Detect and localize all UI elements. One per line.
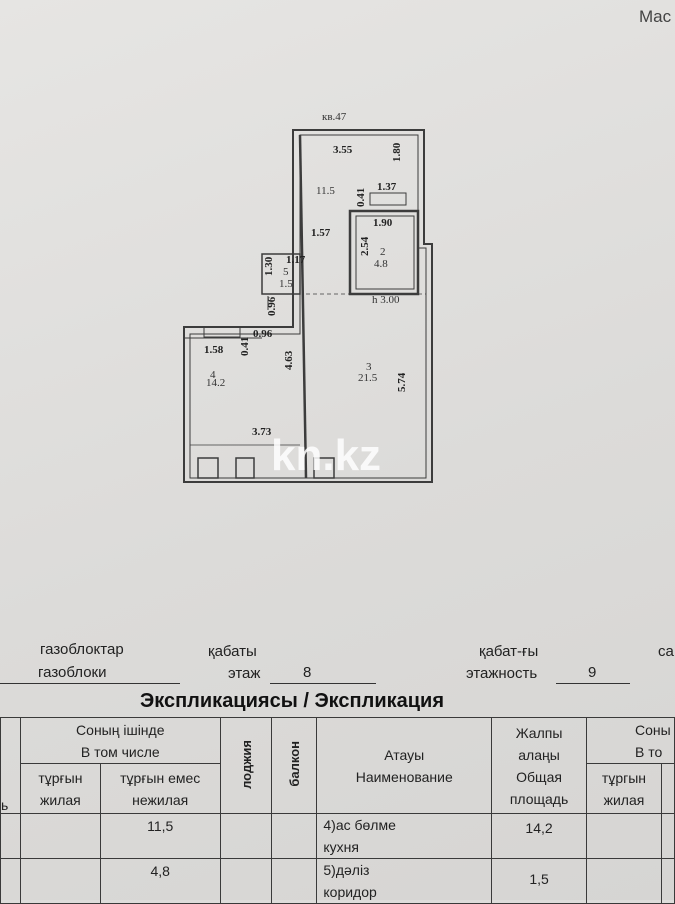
explication-title: Экспликациясы / Экспликация <box>140 690 445 712</box>
room-5-number: 5 <box>283 266 289 278</box>
material-underline <box>0 683 180 684</box>
area-1-5: 1.5 <box>279 278 293 290</box>
dim-1-58: 1.58 <box>204 344 224 356</box>
row2-name-kz: 5)дәліз <box>323 862 370 878</box>
dim-4-63: 4.63 <box>283 350 295 370</box>
row2-extra <box>660 858 675 904</box>
floors-label-kz: қабат-ғы <box>479 643 539 660</box>
row1-cut-cell <box>0 813 21 859</box>
dim-1-57: 1.57 <box>311 227 331 239</box>
row2-nonliving: 4,8 <box>99 858 221 904</box>
floor-label-kz: қабаты <box>208 643 257 660</box>
nonliving-header-kz: тұрғын емес <box>120 769 201 786</box>
row2-name: 5)дәліз коридор <box>316 858 493 904</box>
incl2-header-kz: Соны <box>634 721 671 738</box>
row2-cut-cell <box>0 858 21 904</box>
row1-nonliving: 11,5 <box>99 813 221 859</box>
floors-label-ru: этажность <box>466 665 538 682</box>
name-header-ru: Наименование <box>355 768 453 785</box>
nonliving-header-ru: нежилая <box>132 791 189 808</box>
loggia-header-text: лоджия <box>238 739 254 789</box>
floor-value: 8 <box>303 664 312 681</box>
area-14-2: 14.2 <box>206 377 225 389</box>
floors-value: 9 <box>588 664 597 681</box>
row1-name: 4)ас бөлме кухня <box>316 813 493 859</box>
incl-header: Соның ішінде В том числе <box>19 717 221 764</box>
total-header: Жалпы алаңы Общая площадь <box>491 717 587 814</box>
row1-loggia <box>219 813 273 859</box>
row1-name-ru: кухня <box>323 839 359 855</box>
incl-header-ru: В том числе <box>80 743 160 760</box>
dim-1-37: 1.37 <box>377 181 397 193</box>
total-header-kz1: Жалпы <box>515 724 563 741</box>
dim-2-54: 2.54 <box>359 236 371 256</box>
loggia-header: лоджия <box>219 717 273 814</box>
area-21-5: 21.5 <box>358 372 378 384</box>
material-label-ru: газоблоки <box>38 664 107 681</box>
table-row: 11,5 4)ас бөлме кухня 14,2 <box>0 813 675 859</box>
corner-label: Mac <box>639 7 672 26</box>
balcony-header-text: балкон <box>286 741 302 787</box>
plan-header-label: кв.47 <box>322 111 347 123</box>
row2-total: 1,5 <box>491 858 587 904</box>
height-3-00: h 3.00 <box>372 294 400 306</box>
floor-plan: кв.47 3.55 1.80 11.5 0.41 1.37 1.57 1.90… <box>183 111 433 483</box>
explication-table: ь Соның ішінде В том числе лоджия балкон… <box>0 717 675 904</box>
row2-loggia <box>219 858 273 904</box>
dim-0-41-left: 0.41 <box>239 337 251 356</box>
row1-total: 14,2 <box>491 813 587 859</box>
living2-header: тұргын жилая <box>585 763 662 814</box>
watermark: kn.kz <box>271 431 381 480</box>
row1-living2 <box>585 813 662 859</box>
floor-label-ru: этаж <box>228 665 261 682</box>
total-header-kz2: алаңы <box>518 746 560 763</box>
living2-header-ru: жилая <box>603 791 645 808</box>
table-row: 4,8 5)дәліз коридор 1,5 <box>0 858 675 904</box>
dim-1-30: 1.30 <box>263 256 275 276</box>
living2-header-kz: тұргын <box>601 769 647 786</box>
row1-name-kz: 4)ас бөлме <box>323 817 396 833</box>
total-header-ru2: площадь <box>509 790 569 807</box>
dim-1-80: 1.80 <box>391 142 403 162</box>
living-header-kz: тұрғын <box>38 769 83 786</box>
dim-3-73: 3.73 <box>252 426 272 438</box>
room-2-number: 2 <box>380 246 386 258</box>
floor-underline <box>270 683 376 684</box>
balcony-header: балкон <box>271 717 318 814</box>
area-11-5: 11.5 <box>316 185 335 197</box>
header-row-1: ь Соның ішінде В том числе лоджия балкон… <box>0 717 675 814</box>
dim-5-74: 5.74 <box>396 372 408 392</box>
name-header-kz: Атауы <box>384 746 425 763</box>
dim-3-55: 3.55 <box>333 144 353 156</box>
dim-0-96-vertical: 0.96 <box>266 296 278 316</box>
left-cut-cell: ь <box>0 717 21 814</box>
row1-living <box>19 813 101 859</box>
dim-0-41-top: 0.41 <box>355 188 367 207</box>
floors-underline <box>556 683 630 684</box>
dim-0-96-horizontal: 0.96 <box>253 328 273 340</box>
row2-living <box>19 858 101 904</box>
left-cut-text: ь <box>1 797 9 813</box>
row2-living2 <box>585 858 662 904</box>
cut-header-cell <box>660 763 675 814</box>
nonliving-header: тұрғын емес нежилая <box>99 763 221 814</box>
name-header: Атауы Наименование <box>316 717 493 814</box>
row1-extra <box>660 813 675 859</box>
cut-label-right: са <box>658 643 674 660</box>
living-header-ru: жилая <box>40 791 81 808</box>
row1-balcony <box>271 813 318 859</box>
incl-header-kz: Соның ішінде <box>76 721 165 738</box>
row2-balcony <box>271 858 318 904</box>
incl2-header: Соны В то <box>585 717 675 764</box>
room-4-number: 4 <box>210 369 216 381</box>
room-3-number: 3 <box>366 361 372 373</box>
dim-1-17: 1.17 <box>286 254 306 266</box>
incl2-header-ru: В то <box>634 743 663 760</box>
area-4-8: 4.8 <box>374 258 388 270</box>
dim-1-90: 1.90 <box>373 217 393 229</box>
material-label-kz: газоблоктар <box>40 641 124 658</box>
row2-name-ru: коридор <box>323 884 377 900</box>
living-header: тұрғын жилая <box>19 763 101 814</box>
total-header-ru1: Общая <box>516 768 562 785</box>
